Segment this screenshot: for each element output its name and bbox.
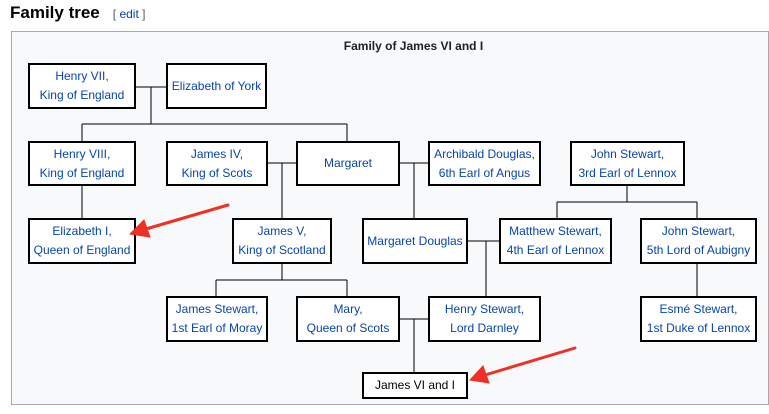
node-james-v[interactable]: James V, King of Scotland (232, 218, 332, 264)
node-line: 3rd Earl of Lennox (578, 165, 677, 180)
node-margaret[interactable]: Margaret (296, 141, 400, 186)
node-line: Henry VII, (55, 69, 109, 83)
edit-link[interactable]: edit (119, 7, 139, 21)
section-heading: Family tree [ edit ] (10, 3, 145, 27)
edit-bracket-open: [ (112, 7, 120, 21)
node-line: Lord Darnley (450, 321, 519, 335)
node-line: John Stewart, (661, 224, 736, 238)
node-line: Queen of England (33, 243, 131, 257)
node-esme-stewart[interactable]: Esmé Stewart, 1st Duke of Lennox (640, 296, 757, 342)
node-line: 1st Earl of Moray (171, 321, 263, 335)
node-john-stewart-3rd-earl[interactable]: John Stewart, 3rd Earl of Lennox (570, 141, 685, 186)
node-line: Archibald Douglas, (434, 146, 535, 161)
node-henry-vii[interactable]: Henry VII, King of England (28, 63, 136, 109)
tree-title: Family of James VI and I (343, 39, 484, 53)
node-elizabeth-i[interactable]: Elizabeth I, Queen of England (28, 218, 136, 264)
node-james-stewart-moray[interactable]: James Stewart, 1st Earl of Moray (166, 296, 268, 342)
node-line: Esmé Stewart, (659, 302, 738, 316)
node-henry-stewart-darnley[interactable]: Henry Stewart, Lord Darnley (428, 296, 541, 342)
node-line: Queen of Scots (306, 321, 390, 335)
node-line: James Stewart, (175, 302, 259, 316)
node-line: Margaret (323, 156, 373, 170)
node-line: James VI and I (374, 378, 456, 392)
section-title: Family tree (10, 3, 100, 22)
node-mary-queen-of-scots[interactable]: Mary, Queen of Scots (296, 296, 400, 342)
node-james-vi-and-i: James VI and I (362, 372, 468, 399)
node-line: Elizabeth I, (52, 224, 112, 238)
node-line: King of Scots (181, 165, 253, 180)
node-line: King of Scotland (238, 243, 326, 257)
edit-bracket-close: ] (138, 7, 146, 21)
node-line: 1st Duke of Lennox (646, 321, 751, 335)
node-line: Henry VIII, (53, 146, 111, 161)
node-line: 6th Earl of Angus (438, 165, 531, 180)
node-line: Henry Stewart, (444, 302, 525, 316)
node-archibald-douglas[interactable]: Archibald Douglas, 6th Earl of Angus (428, 141, 541, 186)
node-line: King of England (39, 165, 125, 180)
node-line: Matthew Stewart, (509, 224, 602, 238)
node-line: James IV, (190, 146, 244, 161)
node-line: Mary, (333, 302, 363, 316)
node-line: 4th Earl of Lennox (506, 243, 605, 257)
edit-section: [ edit ] (113, 7, 146, 21)
node-line: Margaret Douglas (367, 233, 463, 248)
node-matthew-stewart[interactable]: Matthew Stewart, 4th Earl of Lennox (499, 218, 612, 264)
node-line: King of England (39, 88, 125, 102)
node-elizabeth-of-york[interactable]: Elizabeth of York (166, 63, 267, 109)
node-line: James V, (257, 224, 307, 238)
node-margaret-douglas[interactable]: Margaret Douglas (362, 218, 468, 264)
node-line: 5th Lord of Aubigny (646, 243, 751, 257)
node-line: Elizabeth of York (171, 78, 262, 93)
node-john-stewart-aubigny[interactable]: John Stewart, 5th Lord of Aubigny (640, 218, 757, 264)
node-line: John Stewart, (590, 146, 665, 161)
node-henry-viii[interactable]: Henry VIII, King of England (28, 141, 136, 186)
node-james-iv[interactable]: James IV, King of Scots (166, 141, 268, 186)
